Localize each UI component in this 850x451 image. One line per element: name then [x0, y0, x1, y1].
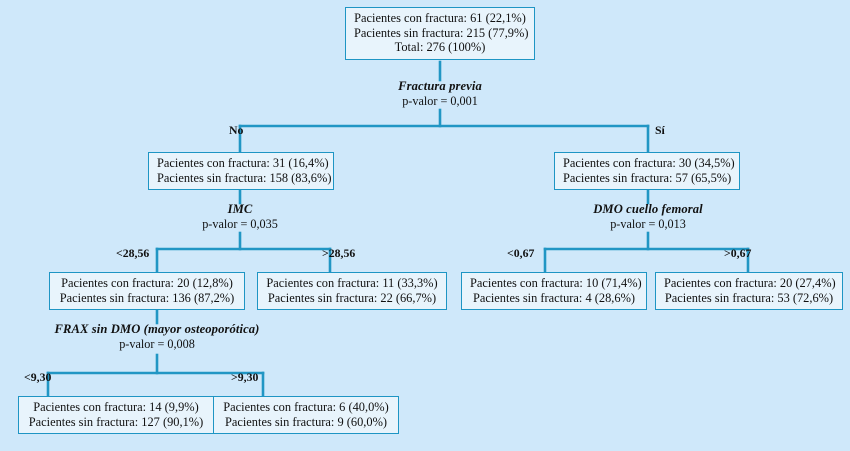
node-fractura-previa-no-line2: Pacientes sin fractura: 158 (83,6%) [157, 170, 332, 185]
node-frax-low-line1: Pacientes con fractura: 14 (9,9%) [33, 400, 199, 414]
branch-label-frax-low: <9,30 [24, 370, 52, 384]
branch-label-imc-low: <28,56 [116, 246, 150, 260]
branch-label-root-si: Sí [655, 123, 665, 137]
split-fractura-previa: Fractura previa p-valor = 0,001 [340, 79, 540, 109]
node-frax-low-line2: Pacientes sin fractura: 127 (90,1%) [28, 414, 204, 429]
node-imc-high-line2: Pacientes sin fractura: 22 (66,7%) [267, 290, 437, 305]
node-imc-high: Pacientes con fractura: 11 (33,3%) Pacie… [257, 272, 447, 311]
node-dmo-low-line1: Pacientes con fractura: 10 (71,4%) [470, 276, 642, 290]
node-dmo-high-line1: Pacientes con fractura: 20 (27,4%) [664, 276, 836, 290]
node-fractura-previa-si-line2: Pacientes sin fractura: 57 (65,5%) [563, 170, 732, 185]
node-imc-low-line1: Pacientes con fractura: 20 (12,8%) [61, 276, 233, 290]
node-fractura-previa-si-line1: Pacientes con fractura: 30 (34,5%) [563, 156, 735, 170]
node-frax-high: Pacientes con fractura: 6 (40,0%) Pacien… [213, 396, 399, 435]
node-imc-high-line1: Pacientes con fractura: 11 (33,3%) [266, 276, 438, 290]
node-frax-high-line1: Pacientes con fractura: 6 (40,0%) [223, 400, 389, 414]
split-dmo-cuello-femoral: DMO cuello femoral p-valor = 0,013 [558, 202, 738, 232]
split-fractura-previa-pvalue: p-valor = 0,001 [402, 94, 478, 108]
node-fractura-previa-no: Pacientes con fractura: 31 (16,4%) Pacie… [148, 152, 334, 191]
branch-label-imc-high: >28,56 [322, 246, 356, 260]
node-imc-low-line2: Pacientes sin fractura: 136 (87,2%) [59, 290, 235, 305]
node-root: Pacientes con fractura: 61 (22,1%) Pacie… [345, 7, 535, 60]
branch-label-frax-high: >9,30 [231, 370, 259, 384]
branch-label-root-no: No [229, 123, 244, 137]
node-fractura-previa-no-line1: Pacientes con fractura: 31 (16,4%) [157, 156, 329, 170]
split-dmo-variable: DMO cuello femoral [593, 202, 703, 216]
node-frax-low: Pacientes con fractura: 14 (9,9%) Pacien… [18, 396, 214, 435]
split-frax-variable: FRAX sin DMO (mayor osteoporótica) [54, 322, 260, 336]
node-dmo-low: Pacientes con fractura: 10 (71,4%) Pacie… [461, 272, 647, 311]
node-root-line1: Pacientes con fractura: 61 (22,1%) [354, 11, 526, 25]
split-imc-pvalue: p-valor = 0,035 [202, 217, 278, 231]
split-frax-sin-dmo: FRAX sin DMO (mayor osteoporótica) p-val… [22, 322, 292, 352]
node-dmo-low-line2: Pacientes sin fractura: 4 (28,6%) [472, 290, 636, 305]
branch-label-dmo-low: <0,67 [507, 246, 535, 260]
split-imc-variable: IMC [227, 202, 253, 216]
node-root-line2: Pacientes sin fractura: 215 (77,9%) [354, 25, 529, 40]
split-dmo-pvalue: p-valor = 0,013 [610, 217, 686, 231]
node-root-line3: Total: 276 (100%) [394, 40, 486, 55]
node-fractura-previa-si: Pacientes con fractura: 30 (34,5%) Pacie… [554, 152, 740, 191]
branch-label-dmo-high: >0,67 [724, 246, 752, 260]
node-dmo-high: Pacientes con fractura: 20 (27,4%) Pacie… [655, 272, 843, 311]
node-frax-high-line2: Pacientes sin fractura: 9 (60,0%) [224, 414, 388, 429]
split-frax-pvalue: p-valor = 0,008 [119, 337, 195, 351]
node-imc-low: Pacientes con fractura: 20 (12,8%) Pacie… [49, 272, 245, 311]
node-dmo-high-line2: Pacientes sin fractura: 53 (72,6%) [664, 290, 834, 305]
split-fractura-previa-variable: Fractura previa [398, 79, 482, 93]
split-imc: IMC p-valor = 0,035 [150, 202, 330, 232]
